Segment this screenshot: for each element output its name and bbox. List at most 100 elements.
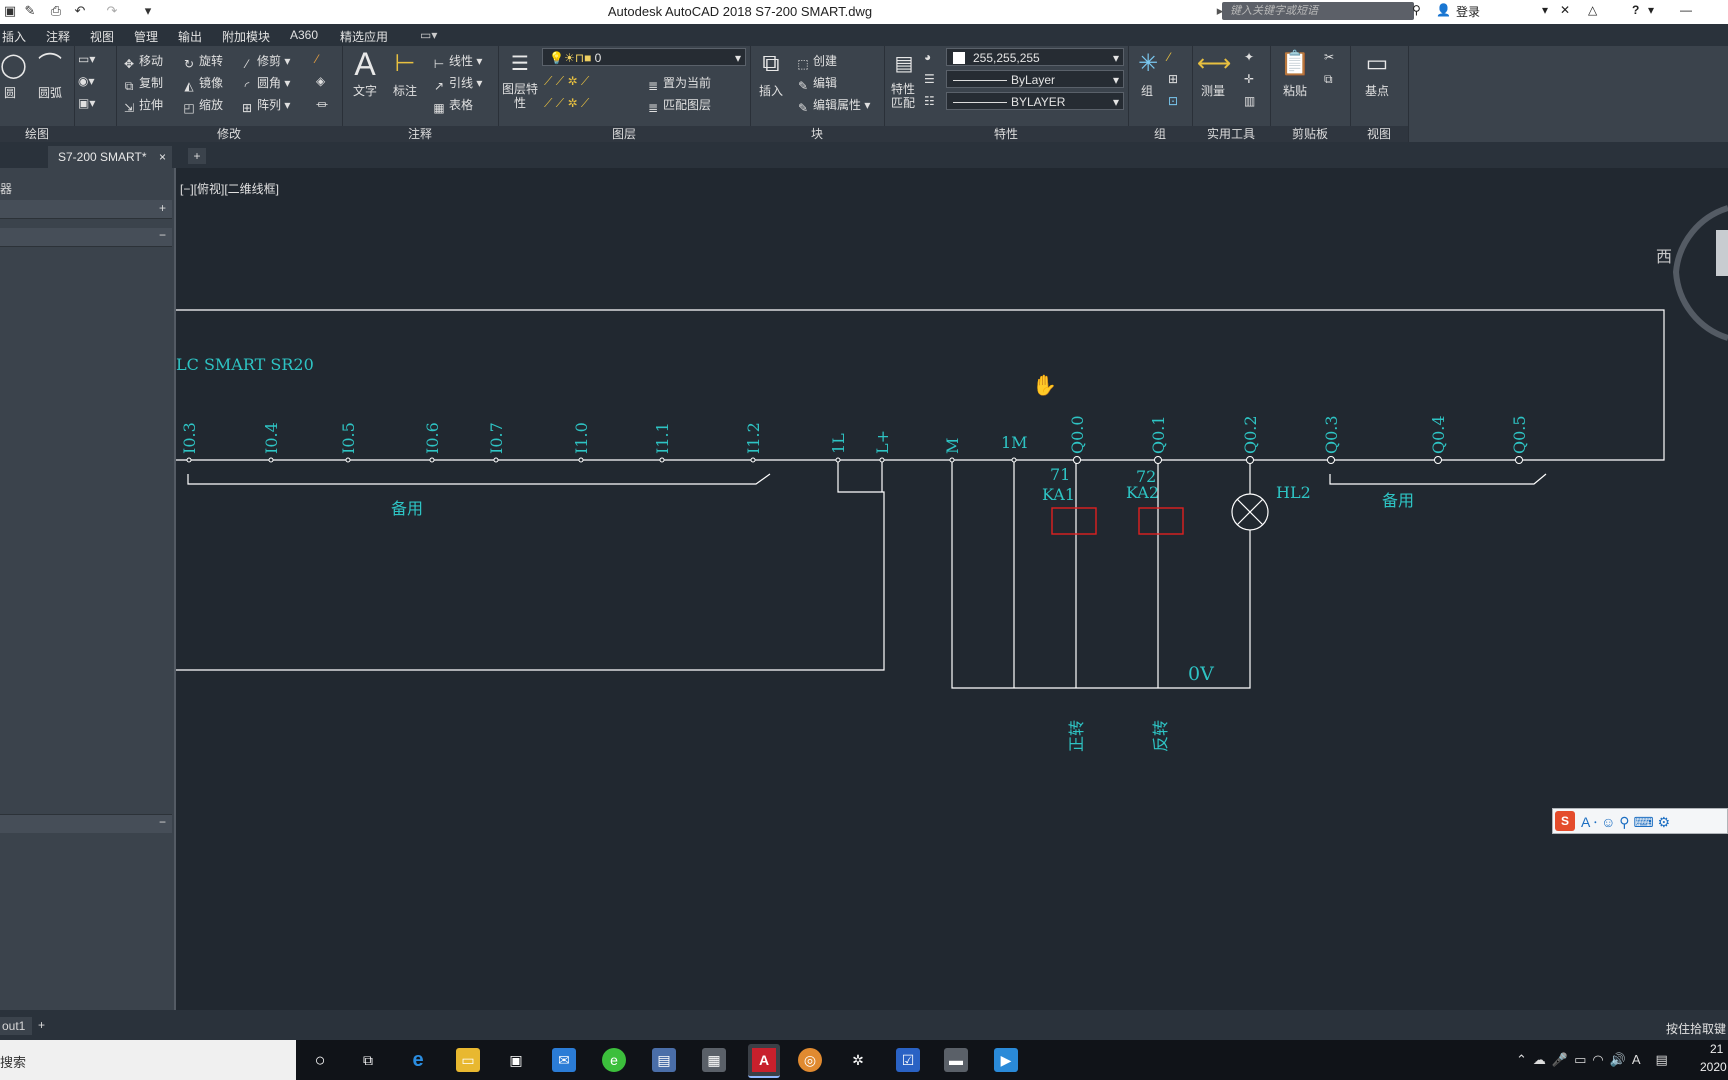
linear-tool[interactable]: ⊢线性 ▾: [433, 54, 483, 71]
app-icon-4[interactable]: ☑: [896, 1048, 920, 1072]
ungroup-icon[interactable]: ⁄: [1168, 50, 1171, 64]
cortana-icon[interactable]: ○: [314, 1050, 326, 1070]
viewcube[interactable]: 西: [1656, 205, 1728, 341]
fillet-tool[interactable]: ◜圆角 ▾: [240, 74, 291, 93]
app-icon-5[interactable]: ▬: [944, 1048, 968, 1072]
a360-icon[interactable]: △: [1588, 3, 1598, 17]
app-icon-6[interactable]: ▶: [994, 1048, 1018, 1072]
groups-panel-label[interactable]: 组: [1128, 126, 1192, 142]
group-edit-icon[interactable]: ⊞: [1168, 72, 1179, 86]
palette-section-header-3[interactable]: −: [0, 814, 172, 833]
calculator-icon[interactable]: ▥: [1244, 94, 1256, 108]
quick-select-icon[interactable]: ✦: [1244, 50, 1255, 64]
redo-icon[interactable]: ↷: [106, 3, 118, 18]
mirror-tool[interactable]: ◭镜像: [182, 74, 223, 93]
modify-panel-label[interactable]: 修改: [116, 126, 342, 142]
login-dropdown-icon[interactable]: ▾: [1542, 3, 1549, 17]
app-icon-1[interactable]: ▤: [652, 1048, 676, 1072]
calculator-app-icon[interactable]: ▦: [702, 1048, 726, 1072]
draw-panel-label[interactable]: 绘图: [0, 126, 74, 142]
expand-arrow-icon[interactable]: ▸: [1216, 3, 1224, 18]
palette-collapse-icon-2[interactable]: −: [158, 815, 166, 829]
document-tab[interactable]: S7-200 SMART* ×: [48, 146, 172, 168]
palette-section-header-2[interactable]: −: [0, 228, 172, 247]
copy-clip-icon[interactable]: ⧉: [1324, 72, 1333, 86]
arc-tool[interactable]: ⌒ 圆弧: [32, 50, 68, 101]
leader-tool[interactable]: ↗引线 ▾: [433, 76, 483, 93]
viewport-controls[interactable]: [−][俯视][二维线框]: [180, 182, 280, 196]
create-block-tool[interactable]: ⬚创建: [796, 52, 837, 71]
lineweight-dropdown[interactable]: BYLAYER ▾: [946, 92, 1124, 110]
match-layer-tool[interactable]: ≣匹配图层: [646, 96, 711, 115]
table-tool[interactable]: ▦表格: [432, 96, 473, 115]
block-panel-label[interactable]: 块: [750, 126, 884, 142]
layer-dropdown[interactable]: 💡☀⊓■ 0 ▾: [542, 48, 746, 66]
menu-manage[interactable]: 管理: [134, 30, 159, 44]
group-tool[interactable]: ✳ 组: [1132, 48, 1162, 99]
ime-tools-icon[interactable]: A ⸱ ☺ ⚲ ⌨ ⚙: [1581, 814, 1671, 830]
circle-tool[interactable]: ◯ 圆: [0, 50, 27, 101]
paste-tool[interactable]: 📋 粘贴: [1278, 48, 1312, 99]
menu-insert[interactable]: 插入: [2, 30, 27, 44]
menu-a360[interactable]: A360: [290, 28, 319, 42]
base-point-tool[interactable]: ▭ 基点: [1360, 48, 1394, 99]
clock-time[interactable]: 21: [1710, 1042, 1724, 1056]
drawing-area[interactable]: [−][俯视][二维线框] LC SMART SR2: [176, 168, 1728, 1010]
erase-icon[interactable]: ⁄: [316, 52, 319, 66]
stretch-tool[interactable]: ⇲拉伸: [122, 96, 163, 115]
print-icon[interactable]: ⎙: [50, 3, 62, 18]
explode-icon[interactable]: ◈: [316, 74, 326, 88]
add-layout-icon[interactable]: +: [38, 1018, 46, 1032]
palette-section-header[interactable]: +: [0, 200, 172, 219]
color-dropdown[interactable]: 255,255,255 ▾: [946, 48, 1124, 66]
layers-panel-label[interactable]: 图层: [498, 126, 750, 142]
app-icon-3[interactable]: ✲: [852, 1052, 864, 1068]
help-icon[interactable]: ?: [1632, 3, 1640, 17]
menu-annotate[interactable]: 注释: [46, 30, 71, 44]
saveas-icon[interactable]: ✎: [24, 3, 36, 18]
task-view-icon[interactable]: ⧉: [363, 1052, 373, 1068]
app-icon-2[interactable]: ◎: [798, 1048, 822, 1072]
quick-access-dropdown-icon[interactable]: ▾: [144, 3, 152, 18]
minimize-icon[interactable]: —: [1680, 3, 1692, 17]
trim-tool[interactable]: ⁄修剪 ▾: [240, 52, 290, 71]
system-tray-icons[interactable]: ⌃☁🎤▭◠🔊A ▤: [1516, 1052, 1674, 1067]
taskbar-search-box[interactable]: 搜索: [0, 1040, 296, 1080]
exchange-icon[interactable]: ✕: [1560, 3, 1571, 17]
new-tab-icon[interactable]: +: [188, 148, 206, 164]
store-icon[interactable]: ▣: [509, 1052, 523, 1068]
edit-attributes-tool[interactable]: ✎编辑属性 ▾: [797, 98, 871, 115]
insert-block-tool[interactable]: ⧉ 插入: [754, 48, 788, 99]
layer-properties-tool[interactable]: ☰ 图层特性: [502, 48, 538, 110]
menu-addins[interactable]: 附加模块: [222, 30, 271, 44]
set-current-tool[interactable]: ≣置为当前: [646, 74, 711, 93]
help-dropdown-icon[interactable]: ▾: [1648, 3, 1655, 17]
layer-tools-row1-icon[interactable]: ⟋ ⟋ ✲ ⟋: [544, 74, 590, 88]
mail-icon[interactable]: ✉: [552, 1048, 576, 1072]
menu-view[interactable]: 视图: [90, 30, 115, 44]
login-link[interactable]: 登录: [1456, 5, 1481, 19]
scale-tool[interactable]: ◰缩放: [182, 96, 223, 115]
binoculars-icon[interactable]: ⚲: [1412, 3, 1421, 17]
menu-output[interactable]: 输出: [178, 30, 203, 44]
text-tool[interactable]: A 文字: [348, 48, 382, 99]
browser-icon[interactable]: e: [602, 1048, 626, 1072]
annotation-panel-label[interactable]: 注释: [342, 126, 498, 142]
ime-logo-icon[interactable]: S: [1555, 811, 1575, 831]
cut-icon[interactable]: ✂: [1324, 50, 1335, 64]
dimension-tool[interactable]: ⊢ 标注: [388, 48, 422, 99]
rectangle-icon[interactable]: ▭▾: [78, 52, 96, 66]
autocad-taskbar-icon[interactable]: A: [748, 1044, 780, 1078]
file-explorer-icon[interactable]: ▭: [456, 1048, 480, 1072]
hatch-icon[interactable]: ◉▾: [78, 74, 95, 88]
save-icon[interactable]: ▣: [3, 3, 17, 18]
rotate-tool[interactable]: ↻旋转: [182, 52, 223, 71]
move-tool[interactable]: ✥移动: [122, 52, 163, 71]
edge-icon[interactable]: e: [412, 1049, 424, 1071]
view-panel-label[interactable]: 视图: [1350, 126, 1408, 142]
clock-date[interactable]: 2020: [1700, 1060, 1727, 1074]
point-icon[interactable]: ✛: [1244, 72, 1255, 86]
linetype-dropdown[interactable]: ByLayer ▾: [946, 70, 1124, 88]
match-properties-tool[interactable]: ▤ 特性匹配: [888, 48, 918, 110]
clipboard-panel-label[interactable]: 剪贴板: [1270, 126, 1350, 142]
